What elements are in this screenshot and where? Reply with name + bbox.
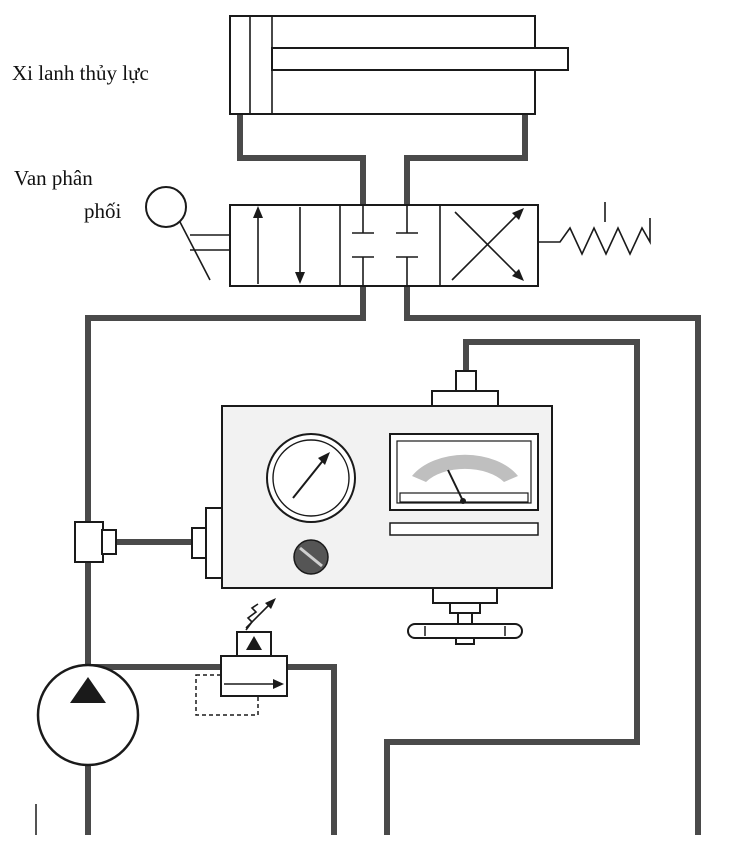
pressure-gauge-icon [266,433,356,523]
hydraulic-cylinder [229,15,569,115]
adjust-knob-icon [293,539,329,575]
label-valve-line1: Van phân [14,166,93,190]
pump-icon [36,663,140,767]
flow-handle-icon [407,587,523,645]
tee-connector-icon [74,521,117,563]
label-valve-line2: phối [84,199,122,223]
relief-valve-icon [195,598,288,716]
label-cylinder: Xi lanh thủy lực [12,61,149,85]
test-instrument [191,370,553,645]
pipe-valve-to-trunk [85,286,366,835]
directional-valve [145,186,651,287]
pipe-valve-right-return [404,286,701,835]
lever-knob-icon [145,186,187,228]
pipe-relief-branch [88,664,337,835]
pipe-cylinder-right [404,114,528,205]
analog-meter-icon [389,433,539,536]
pipe-meter-loop [384,339,640,835]
spring-icon [538,218,651,256]
pipe-cylinder-left [237,114,366,205]
